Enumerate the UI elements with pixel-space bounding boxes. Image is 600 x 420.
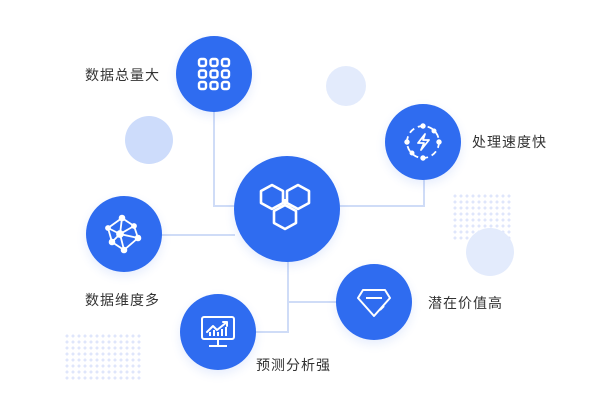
lightning-bolt-icon [403, 122, 443, 162]
node-potential-value[interactable] [336, 264, 412, 340]
feature-label: 数据总量大 [85, 68, 160, 84]
node-data-dimensions[interactable] [86, 196, 162, 272]
connector-line [287, 255, 289, 332]
feature-label: 潜在价值高 [428, 296, 503, 312]
decorative-circle [125, 116, 173, 164]
connector-line [155, 234, 235, 236]
connector-line [333, 205, 425, 207]
connector-line [213, 110, 215, 206]
feature-label: 处理速度快 [472, 135, 547, 151]
diamond-icon [354, 282, 394, 322]
connector-line [255, 331, 289, 333]
node-core[interactable] [234, 156, 340, 262]
network-mesh-icon [104, 214, 144, 254]
connector-line [423, 170, 425, 207]
node-processing-speed[interactable] [385, 104, 461, 180]
chart-monitor-icon [198, 312, 238, 352]
connector-line [213, 205, 243, 207]
node-predictive-analysis[interactable] [180, 294, 256, 370]
hexagon-cluster-icon [255, 177, 319, 241]
node-data-volume[interactable] [176, 36, 252, 112]
decorative-circle [326, 66, 366, 106]
feature-label: 预测分析强 [256, 358, 331, 374]
decorative-dot-grid [64, 333, 142, 381]
decorative-circle [466, 228, 514, 276]
connector-line [287, 301, 339, 303]
feature-label: 数据维度多 [85, 293, 160, 309]
grid-icon [196, 56, 232, 92]
